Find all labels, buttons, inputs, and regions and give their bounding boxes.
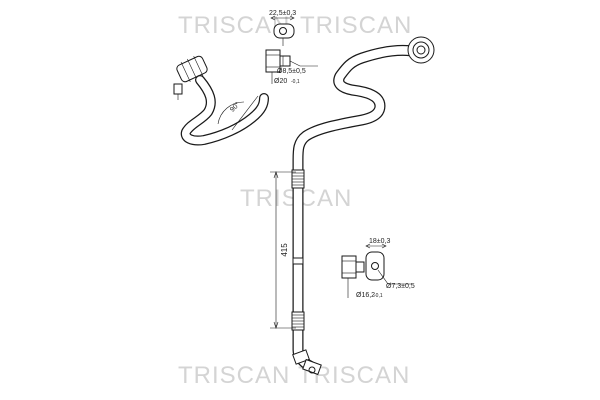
fitting-top-width-label: 22,5±0,3 (269, 10, 296, 17)
fitting-top-outer-tol: -0,1 (291, 79, 300, 85)
fitting-detail-bottom: 18±0,3 Ø7,3±0,5 Ø16,2 -0,1 (341, 238, 415, 299)
length-dimension: 415 (270, 171, 296, 329)
fitting-bottom-bore-label: Ø7,3±0,5 (386, 283, 415, 290)
fitting-bottom-outer-label: Ø16,2 (356, 292, 375, 299)
fitting-bottom-outer-tol: -0,1 (374, 293, 383, 299)
main-pipe (291, 44, 424, 372)
fitting-top-bore-label: Ø8,5±0,5 (277, 68, 306, 75)
fitting-top-outer-label: Ø20 (274, 78, 287, 85)
banjo-fitting-top (407, 36, 435, 64)
length-label: 415 (280, 243, 289, 257)
watermark-bottom-left: TRISCAN (178, 362, 290, 389)
fitting-bottom-width-label: 18±0,3 (369, 238, 390, 245)
inset-detail: 90° (173, 55, 269, 146)
watermark-top-right: TRISCAN (300, 12, 412, 39)
watermark-top-left: TRISCAN (178, 12, 290, 39)
end-fitting-bottom (292, 349, 322, 376)
fitting-detail-top: 22,5±0,3 Ø8,5±0,5 Ø20 -0,1 (265, 10, 318, 85)
